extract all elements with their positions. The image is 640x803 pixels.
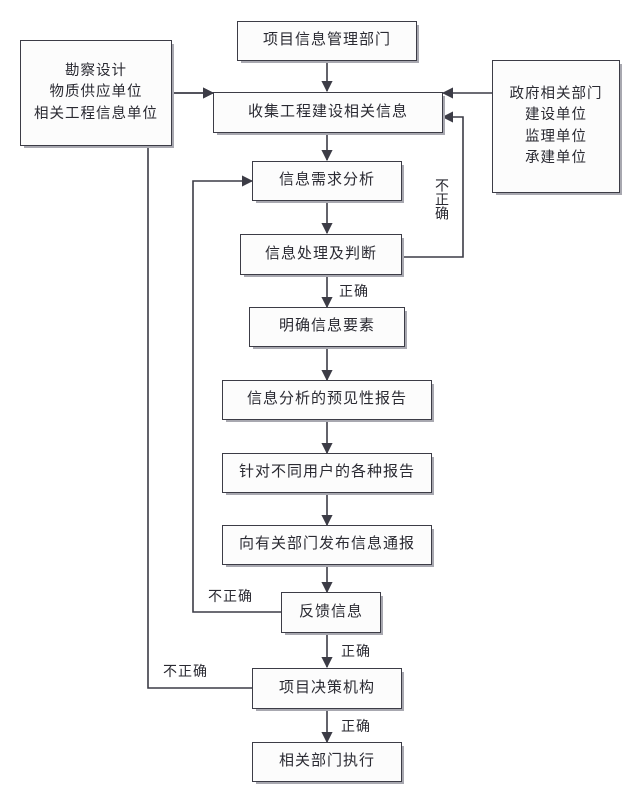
node-label-line-1: 政府相关部门 xyxy=(509,86,603,103)
node-label-line-2: 物质供应单位 xyxy=(49,84,143,101)
node-label-line-3: 监理单位 xyxy=(525,128,587,145)
node-relevant-dept-execution[interactable]: 相关部门执行 xyxy=(252,742,402,782)
node-label: 反馈信息 xyxy=(298,603,363,620)
edge-label-decision-incorrect: 不正确 xyxy=(163,665,208,680)
node-label-line-4: 承建单位 xyxy=(525,149,587,166)
node-label: 收集工程建设相关信息 xyxy=(247,103,408,120)
node-label: 针对不同用户的各种报告 xyxy=(238,464,415,481)
node-label: 明确信息要素 xyxy=(278,318,375,335)
node-label: 相关部门执行 xyxy=(278,753,375,770)
node-publish-info-bulletin[interactable]: 向有关部门发布信息通报 xyxy=(222,525,432,565)
node-label: 信息需求分析 xyxy=(278,172,375,189)
node-label: 项目信息管理部门 xyxy=(262,32,391,49)
node-information-processing-judgement[interactable]: 信息处理及判断 xyxy=(240,234,402,275)
node-label: 信息分析的预见性报告 xyxy=(246,391,407,408)
node-left-information-sources[interactable]: 勘察设计 物质供应单位 相关工程信息单位 xyxy=(20,40,172,146)
node-label-line-1: 勘察设计 xyxy=(65,63,127,80)
edge-label-process-incorrect: 不正确 xyxy=(433,178,448,220)
node-label: 信息处理及判断 xyxy=(264,245,377,262)
node-collect-construction-info[interactable]: 收集工程建设相关信息 xyxy=(213,92,443,133)
edge-label-feedback-incorrect: 不正确 xyxy=(208,590,253,605)
edge-label-feedback-correct: 正确 xyxy=(341,645,371,660)
node-clarify-information-elements[interactable]: 明确信息要素 xyxy=(249,307,405,347)
edge-label-process-correct: 正确 xyxy=(339,285,369,300)
node-project-decision-body[interactable]: 项目决策机构 xyxy=(252,668,402,709)
node-project-information-management-dept[interactable]: 项目信息管理部门 xyxy=(237,21,417,61)
node-label: 项目决策机构 xyxy=(278,679,375,696)
node-feedback-information[interactable]: 反馈信息 xyxy=(281,592,381,633)
node-label: 向有关部门发布信息通报 xyxy=(238,536,415,553)
node-information-demand-analysis[interactable]: 信息需求分析 xyxy=(252,161,402,201)
edge-label-decision-correct: 正确 xyxy=(341,720,371,735)
node-label-line-3: 相关工程信息单位 xyxy=(34,105,158,122)
node-predictive-analysis-report[interactable]: 信息分析的预见性报告 xyxy=(222,380,432,420)
node-right-information-sources[interactable]: 政府相关部门 建设单位 监理单位 承建单位 xyxy=(492,60,620,193)
node-user-specific-reports[interactable]: 针对不同用户的各种报告 xyxy=(222,453,432,493)
node-label-line-2: 建设单位 xyxy=(525,107,587,124)
